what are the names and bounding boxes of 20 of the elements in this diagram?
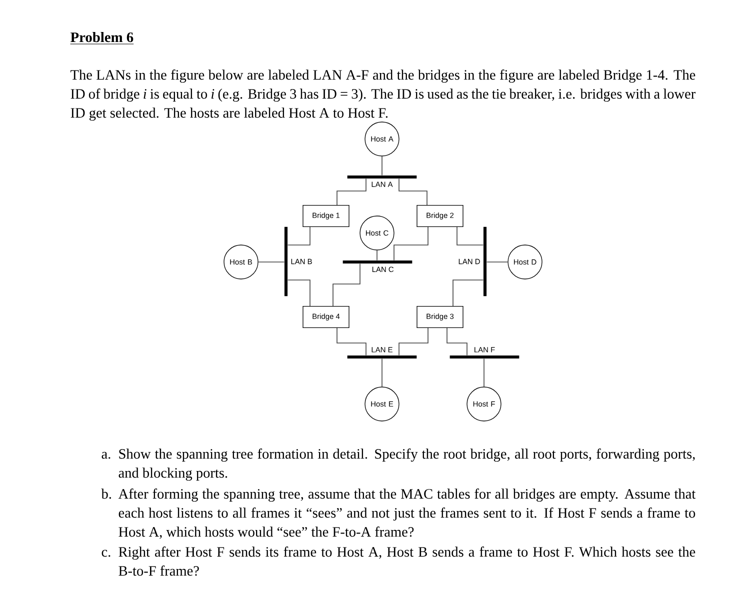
connector-line [287, 280, 310, 306]
question-text: Show the spanning tree formation in detail. Specify the root bridge, all root ports, forwarding ports, and blocking ports. [118, 448, 695, 481]
connector-line [446, 328, 468, 356]
title: Problem 6 [70, 32, 134, 44]
connector-line [398, 328, 428, 356]
connector-line [376, 250, 378, 261]
connector-line [394, 226, 428, 261]
question-text: After forming the spanning tree, assume that the MAC tables for all bridges are empty. Assume that each host listens to all frames it “sees” and not just the frames sent to it. If Host F sends a frame to Host A, which hosts would “see” the F-to-A frame? [118, 488, 696, 539]
item-marker: c. [102, 550, 110, 557]
connector-line [398, 178, 428, 206]
connector-line [456, 226, 484, 246]
connector-line [336, 178, 366, 206]
connector-line [452, 280, 484, 306]
connector-line [287, 226, 310, 246]
paragraph: The LANs in the figure below are labeled LAN A-F and the bridges in the figure are labeled Bridge 1-4. The ID of bridge i is equal to i (e.g. Bridge 3 has ID = 3). The ID is used as the tie breaker, i.e. bridges with a lower ID get selected. The hosts are labeled Host A to Host F. [70, 70, 696, 121]
question-text: Right after Host F sends its frame to Host A, Host B sends a frame to Host F. Which hosts see the B-to-F frame? [118, 546, 696, 576]
connector-line [336, 328, 366, 356]
connector-line [332, 263, 360, 306]
item-marker: a. [102, 452, 110, 459]
item-marker: b. [101, 488, 112, 499]
